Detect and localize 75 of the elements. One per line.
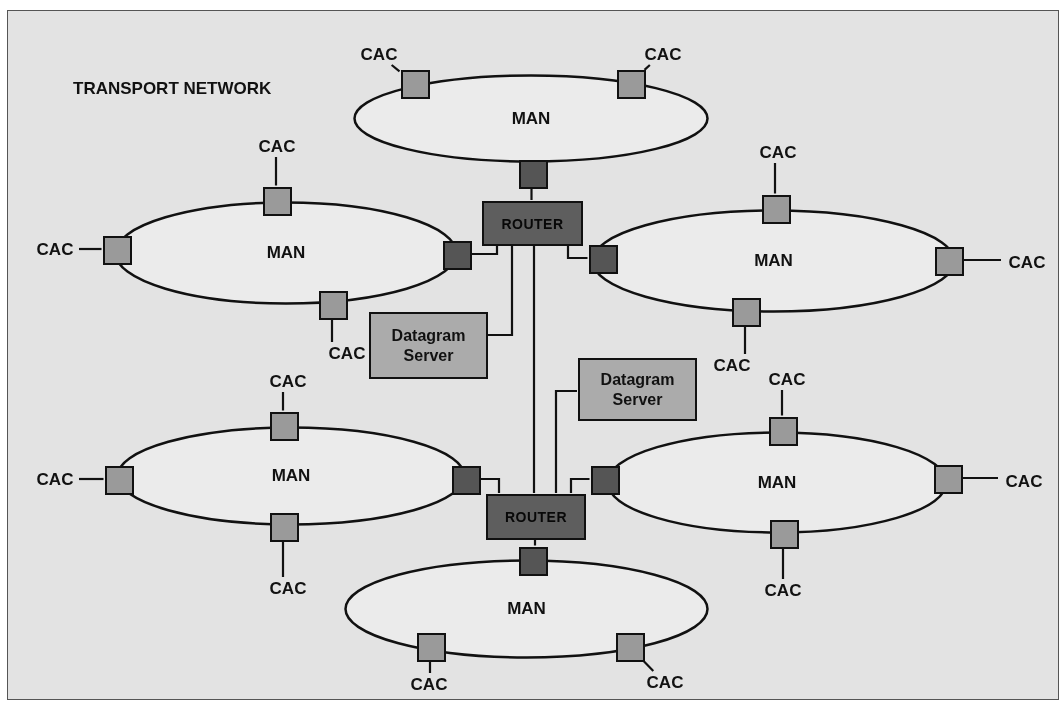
router-box: ROUTER	[482, 201, 583, 246]
router-box: ROUTER	[486, 494, 586, 540]
ring-label: MAN	[757, 472, 797, 493]
node-label: CAC	[263, 578, 313, 600]
link-line	[330, 318, 334, 342]
node-label: CAC	[263, 371, 313, 393]
network-port	[400, 69, 430, 99]
node-label: CAC	[753, 142, 803, 164]
network-port	[761, 194, 791, 224]
link-line	[781, 547, 785, 579]
node-label: CAC	[404, 674, 454, 696]
node-label: CAC	[640, 672, 690, 694]
link-line	[79, 477, 104, 481]
node-label: CAC	[30, 469, 80, 491]
network-port	[269, 411, 299, 441]
link-line	[642, 659, 655, 672]
ring-label: MAN	[271, 466, 311, 486]
link-line	[470, 245, 499, 256]
link-line	[743, 325, 747, 354]
network-port	[518, 546, 548, 576]
node-label: CAC	[1002, 252, 1052, 274]
link-line	[79, 247, 102, 251]
network-port	[933, 464, 963, 494]
network-port	[318, 290, 348, 320]
link-line	[533, 539, 537, 546]
link-line	[532, 245, 536, 493]
link-line	[487, 245, 514, 337]
network-port	[616, 69, 646, 99]
network-port	[104, 465, 134, 495]
link-line	[643, 64, 651, 71]
node-label: CAC	[758, 580, 808, 602]
network-port	[442, 240, 472, 270]
link-line	[530, 187, 533, 200]
link-line	[780, 390, 784, 416]
link-line	[428, 660, 432, 673]
network-port	[102, 235, 132, 265]
link-line	[554, 389, 577, 493]
network-port	[934, 246, 964, 276]
network-port	[262, 186, 292, 216]
link-line	[773, 163, 777, 194]
network-port	[269, 512, 299, 542]
link-line	[281, 540, 285, 577]
ring-label: MAN	[754, 251, 793, 271]
ring-label: MAN	[507, 599, 546, 619]
network-title: TRANSPORT NETWORK	[73, 79, 272, 99]
node-label: CAC	[638, 44, 688, 66]
man-ring	[353, 74, 709, 163]
node-label: CAC	[252, 136, 302, 158]
link-line	[281, 392, 285, 411]
ring-label: MAN	[266, 243, 306, 263]
link-line	[274, 157, 278, 186]
node-label: CAC	[762, 369, 812, 391]
link-line	[569, 477, 590, 493]
link-line	[962, 258, 1001, 262]
network-port	[518, 159, 548, 189]
network-port	[590, 465, 620, 495]
man-ring	[344, 559, 709, 659]
link-line	[566, 245, 588, 260]
server-box: Datagram Server	[578, 358, 697, 421]
node-label: CAC	[322, 343, 372, 365]
node-label: CAC	[999, 471, 1049, 493]
link-line	[479, 477, 501, 493]
ring-label: MAN	[511, 108, 551, 129]
node-label: CAC	[354, 44, 404, 66]
node-label: CAC	[30, 239, 80, 261]
network-port	[451, 465, 481, 495]
network-port	[768, 416, 798, 446]
server-box: Datagram Server	[369, 312, 488, 379]
node-label: CAC	[707, 355, 757, 377]
network-port	[588, 244, 618, 274]
network-frame	[7, 10, 1059, 700]
network-port	[731, 297, 761, 327]
link-line	[390, 64, 401, 73]
link-line	[961, 476, 998, 480]
network-port	[769, 519, 799, 549]
